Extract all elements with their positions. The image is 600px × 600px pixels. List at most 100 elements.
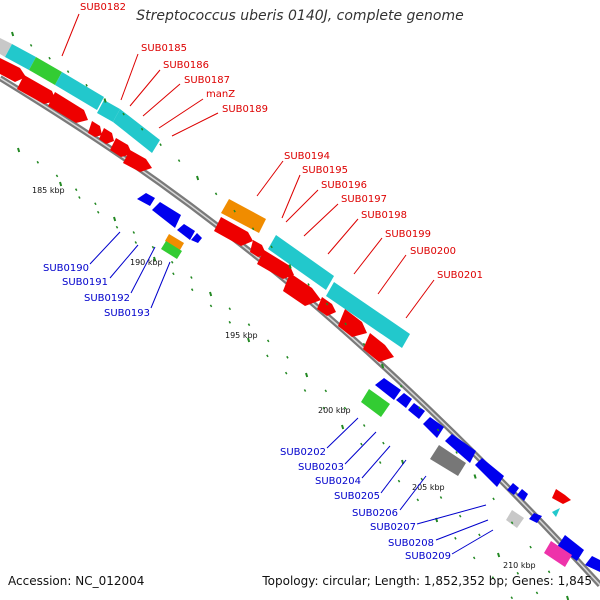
gene-box-gray[interactable] — [430, 445, 466, 476]
leader-line — [61, 13, 80, 57]
scale-dot — [510, 596, 514, 600]
gene-arrow[interactable] — [110, 138, 132, 157]
gene-arrow[interactable] — [250, 240, 266, 257]
gene-label[interactable]: SUB0187 — [184, 75, 230, 86]
scale-dot — [115, 225, 119, 229]
gene-label[interactable]: SUB0200 — [410, 246, 456, 257]
leader-line — [129, 69, 161, 107]
gene-arrow[interactable] — [152, 202, 181, 228]
gene-box-cyan[interactable] — [55, 72, 104, 110]
gene-box-green[interactable] — [161, 241, 182, 259]
genome-summary-text: Topology: circular; Length: 1,852,352 bp… — [262, 574, 592, 588]
leader-line — [89, 231, 121, 265]
gene-label[interactable]: SUB0189 — [222, 104, 268, 115]
scale-dot — [228, 320, 232, 324]
gene-arrow[interactable] — [423, 417, 444, 438]
scale-dot — [103, 98, 107, 103]
scale-dot — [454, 536, 457, 540]
gene-arrow[interactable] — [363, 333, 394, 362]
gene-arrow[interactable] — [48, 92, 88, 123]
gene-arrow[interactable] — [445, 434, 476, 463]
gene-box-cyan[interactable] — [113, 109, 160, 153]
gene-label[interactable]: SUB0206 — [352, 508, 398, 519]
reverse-strand-arrows — [137, 193, 600, 572]
gene-arrow[interactable] — [214, 217, 253, 246]
gene-box-orange[interactable] — [221, 199, 266, 233]
gene-arrow[interactable] — [17, 75, 56, 104]
leader-line — [281, 174, 301, 219]
gene-arrow[interactable] — [0, 58, 26, 82]
gene-arrow[interactable] — [317, 297, 336, 316]
gene-box-green[interactable] — [361, 389, 390, 417]
scale-dot — [251, 227, 255, 231]
gene-arrow[interactable] — [529, 513, 542, 523]
gene-label[interactable]: SUB0203 — [298, 462, 344, 473]
gene-label[interactable]: SUB0204 — [315, 476, 361, 487]
gene-label[interactable]: manZ — [206, 89, 235, 100]
gene-label[interactable]: SUB0185 — [141, 43, 187, 54]
scale-dot — [535, 591, 539, 595]
scale-dot — [74, 188, 78, 192]
gene-label[interactable]: SUB0208 — [388, 538, 434, 549]
gene-label[interactable]: SUB0194 — [284, 151, 330, 162]
gene-label[interactable]: SUB0202 — [280, 447, 326, 458]
gene-label[interactable]: SUB0209 — [405, 551, 451, 562]
scale-dot — [134, 241, 138, 244]
gene-box-magenta[interactable] — [544, 541, 572, 567]
gene-label[interactable]: SUB0190 — [43, 263, 89, 274]
gene-box-lightgray[interactable] — [0, 38, 12, 57]
scale-dot — [78, 196, 81, 199]
scale-dot — [288, 264, 292, 269]
scale-dot — [378, 461, 382, 464]
scale-dot — [59, 181, 63, 187]
gene-arrow[interactable] — [177, 224, 195, 240]
gene-arrow[interactable] — [88, 121, 102, 137]
scale-dot — [247, 337, 251, 343]
gene-box-lightgray[interactable] — [506, 510, 524, 528]
gene-box-cyan[interactable] — [552, 508, 560, 517]
scale-dot — [55, 174, 59, 178]
gene-label[interactable]: SUB0205 — [334, 491, 380, 502]
leader-line — [130, 246, 156, 294]
gene-label[interactable]: SUB0182 — [80, 2, 126, 13]
scale-dot — [228, 307, 232, 311]
gene-label[interactable]: SUB0191 — [62, 277, 108, 288]
gene-arrow[interactable] — [475, 458, 504, 487]
gene-label[interactable]: SUB0197 — [341, 194, 387, 205]
gene-arrow[interactable] — [257, 250, 294, 279]
gene-box-cyan[interactable] — [326, 282, 410, 348]
gene-box-cyan[interactable] — [268, 235, 334, 290]
scale-dots — [11, 31, 570, 600]
gene-box-cyan[interactable] — [5, 44, 36, 70]
gene-label[interactable]: SUB0193 — [104, 308, 150, 319]
gene-label[interactable]: SUB0186 — [163, 60, 209, 71]
gene-arrow[interactable] — [283, 273, 321, 306]
gene-arrow[interactable] — [408, 403, 425, 419]
gene-arrow[interactable] — [123, 150, 152, 172]
gene-arrow[interactable] — [517, 489, 528, 501]
gene-label[interactable]: SUB0198 — [361, 210, 407, 221]
scale-dot — [286, 355, 289, 359]
gene-arrow[interactable] — [191, 233, 202, 243]
gene-arrow[interactable] — [137, 193, 155, 206]
gene-label[interactable]: SUB0196 — [321, 180, 367, 191]
gene-arrow[interactable] — [99, 128, 114, 144]
gene-arrow[interactable] — [557, 535, 584, 561]
scale-dot — [159, 143, 162, 147]
gene-box-cyan[interactable] — [97, 100, 120, 122]
gene-box-orange[interactable] — [165, 234, 184, 250]
gene-arrow[interactable] — [585, 556, 600, 572]
gene-arrow[interactable] — [552, 489, 571, 504]
leader-line — [171, 112, 219, 137]
gene-arrow[interactable] — [507, 483, 519, 495]
leader-line — [120, 53, 139, 101]
gene-label[interactable]: SUB0207 — [370, 522, 416, 533]
gene-arrow[interactable] — [338, 309, 367, 337]
gene-label[interactable]: SUB0192 — [84, 293, 130, 304]
gene-arrow[interactable] — [396, 393, 412, 408]
gene-box-green[interactable] — [29, 57, 62, 85]
gene-label[interactable]: SUB0201 — [437, 270, 483, 281]
gene-label[interactable]: SUB0195 — [302, 165, 348, 176]
gene-arrow[interactable] — [375, 378, 401, 400]
gene-label[interactable]: SUB0199 — [385, 229, 431, 240]
